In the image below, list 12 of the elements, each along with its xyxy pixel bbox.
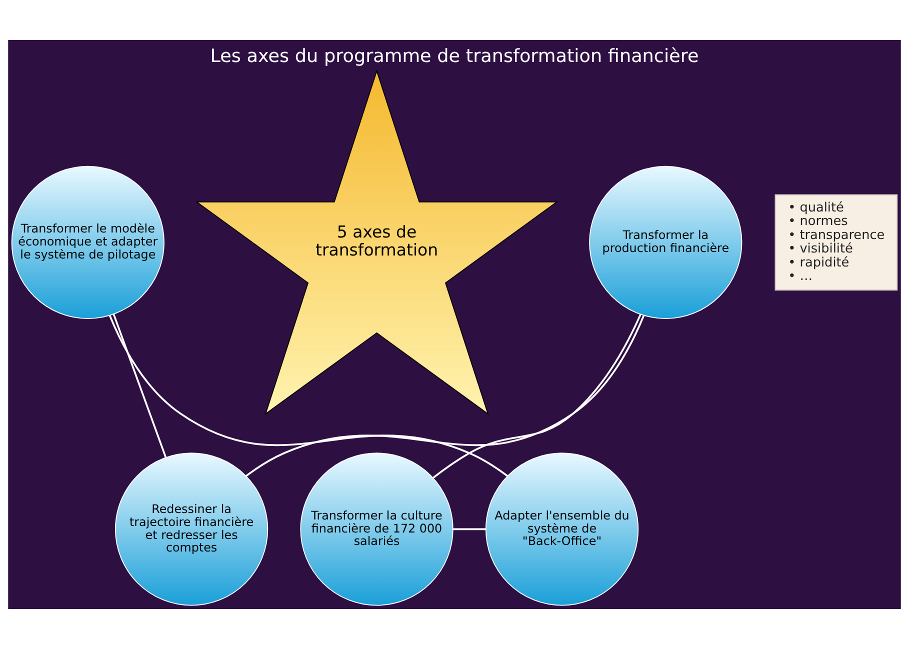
diagram-title: Les axes du programme de transformation financière [210, 46, 699, 68]
node-circle: Redessiner la trajectoire financière et redresser les comptes [114, 452, 268, 606]
connector [246, 315, 645, 477]
connector [109, 315, 508, 477]
connector [432, 314, 642, 478]
connector [112, 314, 167, 458]
connector [453, 528, 486, 530]
node-circle: Transformer le modèle économique et adapter le système de pilotage [11, 166, 164, 319]
node-circle: Transformer la production financière [589, 166, 742, 319]
node-box: • qualité • normes • transparence • visibilité • rapidité • … [774, 194, 898, 291]
node-circle: Transformer la culture financière de 172 000 salariés [300, 452, 454, 606]
node-circle: Adapter l'ensemble du système de "Back-Office" [485, 452, 639, 606]
